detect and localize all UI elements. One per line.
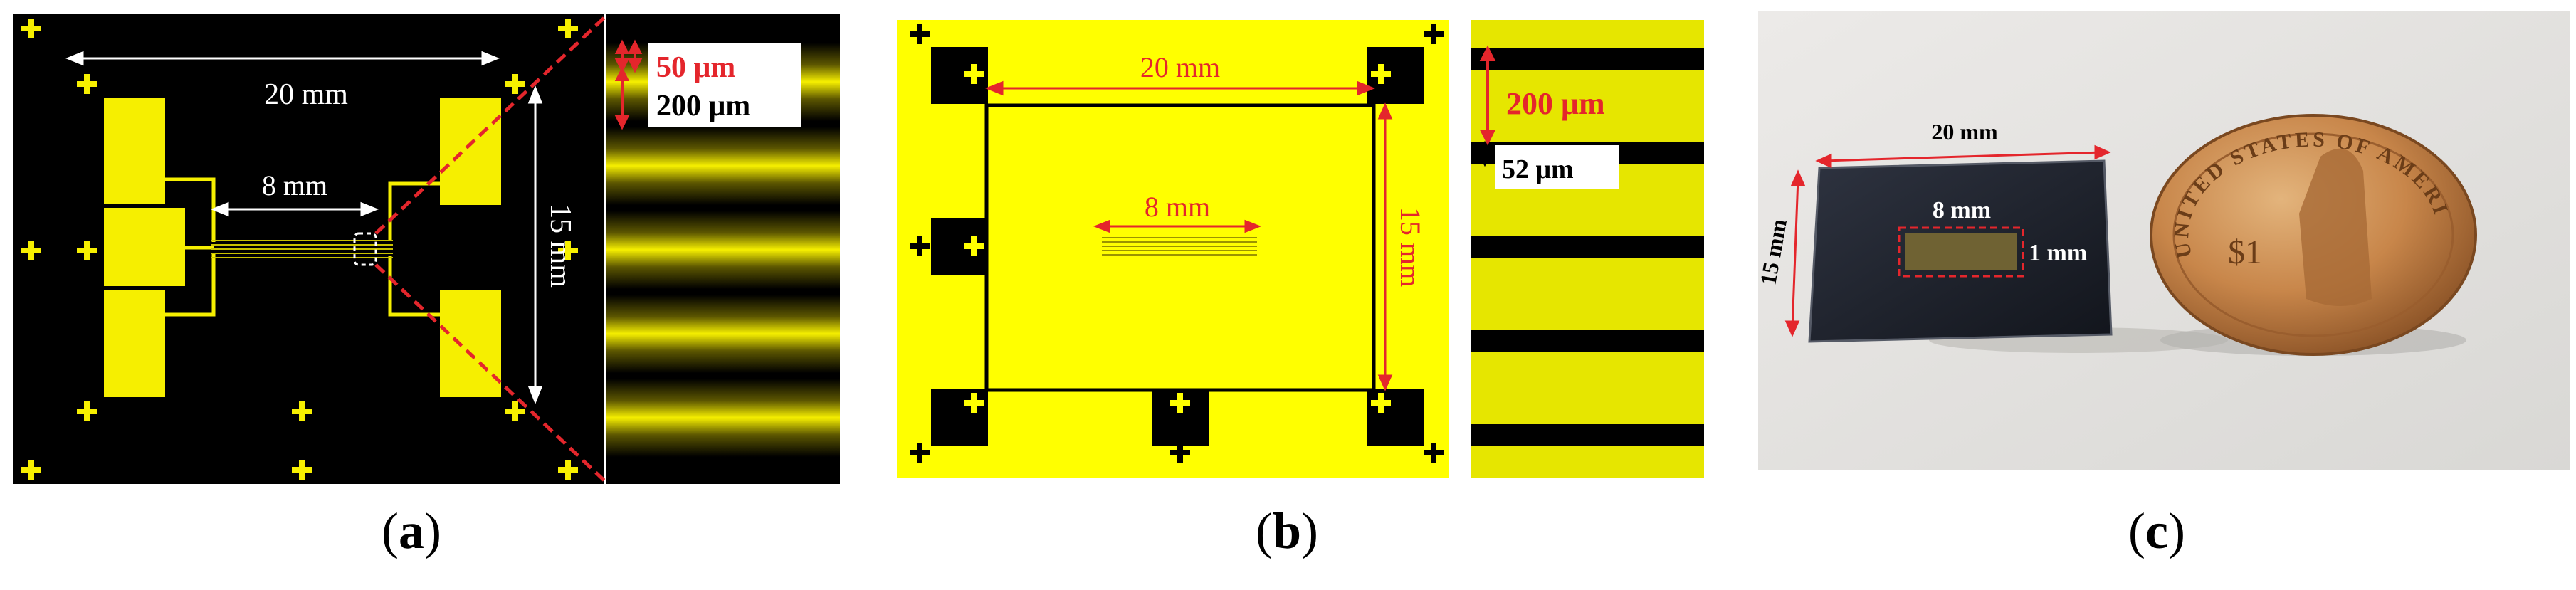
- panel-b-frame: [984, 103, 1376, 392]
- zoom-line-width-label: 50 μm: [656, 51, 735, 84]
- panel-b-yellow-marks: [964, 64, 1391, 413]
- panel-b-width-label: 20 mm: [1140, 51, 1220, 83]
- panel-b-zoom-arrow: [1479, 45, 1496, 146]
- caption-a: (a): [382, 502, 441, 561]
- zoom-region-marker: [353, 232, 377, 266]
- right-top-pad: [440, 98, 501, 205]
- panel-a-dimension-lines: [65, 51, 543, 405]
- caption-c: (c): [2128, 502, 2185, 561]
- panel-b-zoom-view: 200 μm 52 μm: [1471, 20, 1704, 478]
- caption-a-letter: a: [398, 502, 424, 559]
- panel-a-height-label: 15 mm: [544, 204, 577, 288]
- panel-b-zoom-small-arrow: [1480, 140, 1490, 167]
- panel-b-gap-label: 8 mm: [1145, 191, 1210, 223]
- pad-bottom-left: [931, 389, 988, 446]
- photo-dimension-lines: [1784, 144, 2111, 337]
- panel-b-layout: 20 mm 8 mm 15 mm 200 μm 52 μm: [897, 20, 1704, 478]
- caption-a-open: (: [382, 502, 399, 559]
- panel-a-width-label: 20 mm: [264, 78, 348, 111]
- caption-c-open: (: [2128, 502, 2145, 559]
- panel-b-sensing-lines: [1102, 237, 1257, 256]
- caption-b-close: ): [1301, 502, 1319, 559]
- caption-c-letter: c: [2145, 502, 2168, 559]
- panel-a-sensing-lines: [211, 240, 393, 258]
- panel-b-black-marks: [910, 24, 1444, 463]
- pad-bottom-right: [1367, 389, 1424, 446]
- panel-b-zoom-label-box: [1495, 145, 1619, 189]
- left-middle-pad: [104, 208, 185, 286]
- caption-b-open: (: [1256, 502, 1273, 559]
- caption-c-close: ): [2167, 502, 2185, 559]
- panel-b-zoom-line-width-label: 52 μm: [1502, 154, 1574, 184]
- caption-a-close: ): [424, 502, 441, 559]
- zoom-stripes: [606, 43, 840, 457]
- chip-highlight-box: [1898, 226, 2024, 278]
- coin-rim: [2172, 132, 2454, 337]
- zoom-arrows: [614, 39, 643, 130]
- panel-b-dimension-lines: [984, 80, 1393, 391]
- panel-a-electrodes: [104, 98, 501, 397]
- photo-width-label: 20 mm: [1931, 119, 1998, 144]
- coin-statue-figure: [2299, 148, 2372, 306]
- photo-channel-label: 1 mm: [2029, 240, 2087, 266]
- panel-c-photo: 20 mm 15 mm 8 mm 1 mm UNITED STATES OF A…: [1758, 0, 2570, 470]
- panel-b-zoom-period-label: 200 μm: [1506, 86, 1605, 121]
- caption-b: (b): [1256, 502, 1318, 561]
- left-bottom-pad: [104, 290, 165, 397]
- left-top-pad: [104, 98, 165, 204]
- panel-a-layout: 20 mm 8 mm 15 mm: [13, 14, 608, 484]
- panel-a-gap-label: 8 mm: [262, 169, 327, 201]
- chip-sensing-area: [1905, 233, 2017, 270]
- right-bottom-pad: [440, 290, 501, 397]
- panel-b-height-label: 15 mm: [1394, 207, 1426, 287]
- coin-value: $1: [2228, 233, 2262, 271]
- zoom-period-label: 200 μm: [656, 90, 750, 122]
- panel-a-alignment-marks: [21, 19, 578, 480]
- caption-b-letter: b: [1272, 502, 1302, 559]
- zoom-label-box: [648, 43, 801, 127]
- photo-gap-label: 8 mm: [1933, 197, 1991, 223]
- panel-a-zoom-view: 50 μm 200 μm: [606, 14, 840, 484]
